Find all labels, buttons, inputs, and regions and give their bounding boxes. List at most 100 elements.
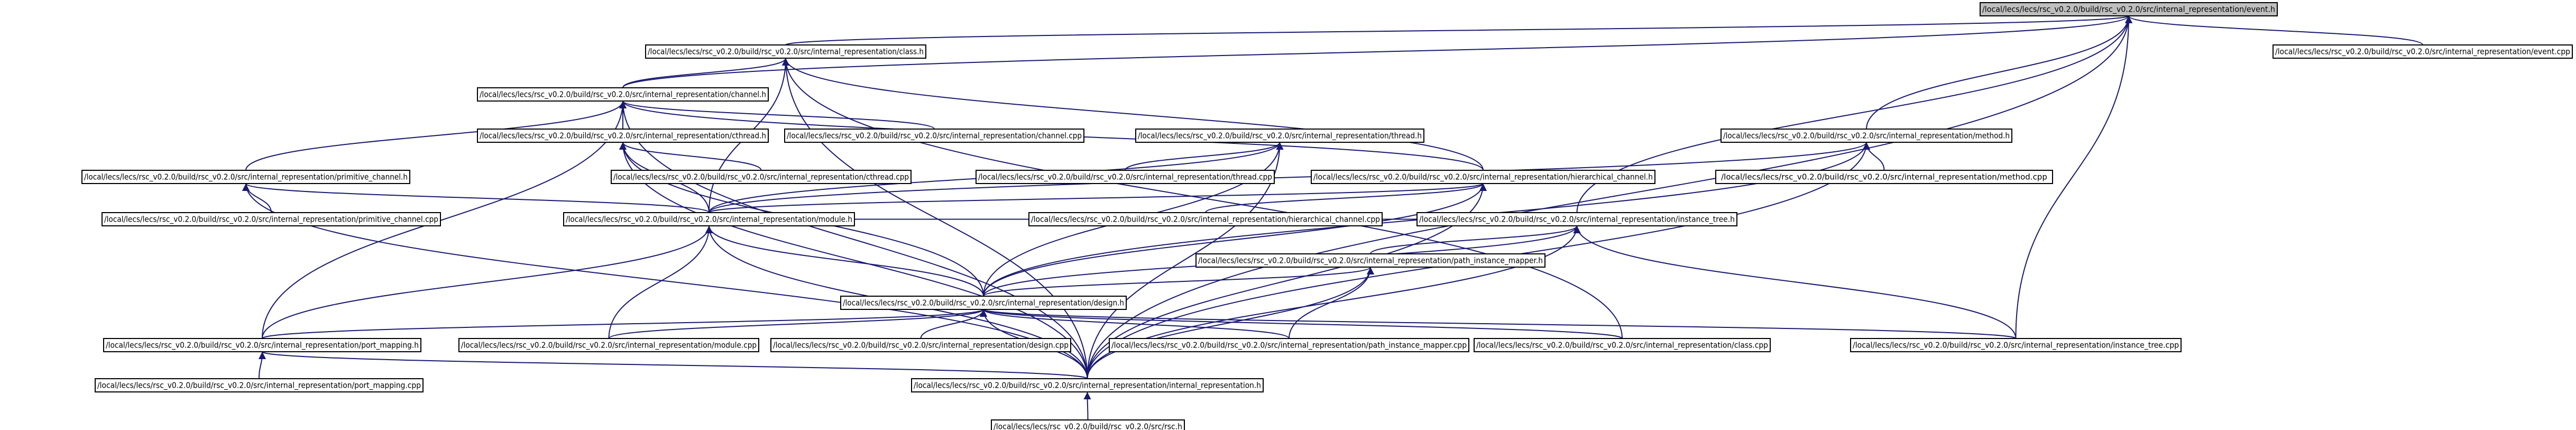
include-edge [619, 100, 935, 130]
node-box [1311, 170, 1655, 184]
node-label: /local/lecs/lecs/rsc_v0.2.0/build/rsc_v0… [84, 172, 408, 182]
include-edge [608, 225, 713, 339]
include-edge [608, 309, 987, 339]
node-label: /local/lecs/lecs/rsc_v0.2.0/build/rsc_v0… [914, 381, 1261, 391]
graph-node-method-cpp[interactable]: /local/lecs/lecs/rsc_v0.2.0/build/rsc_v0… [1715, 170, 2053, 184]
node-box [1715, 170, 2053, 184]
include-edge [709, 183, 1487, 213]
graph-node-port-mapping-cpp[interactable]: /local/lecs/lecs/rsc_v0.2.0/build/rsc_v0… [95, 378, 424, 392]
node-label: /local/lecs/lecs/rsc_v0.2.0/build/rsc_v0… [787, 131, 1082, 141]
graph-node-method-h[interactable]: /local/lecs/lecs/rsc_v0.2.0/build/rsc_v0… [1721, 129, 2012, 143]
graph-node-module-cpp[interactable]: /local/lecs/lecs/rsc_v0.2.0/build/rsc_v0… [458, 338, 759, 352]
node-label: /local/lecs/lecs/rsc_v0.2.0/build/rsc_v0… [461, 341, 757, 351]
include-edge [1205, 183, 1487, 213]
node-label: /local/lecs/lecs/rsc_v0.2.0/build/rsc_v0… [1982, 5, 2275, 15]
node-label: /local/lecs/lecs/rsc_v0.2.0/build/rsc_v0… [1419, 215, 1735, 225]
node-box [458, 338, 759, 352]
include-edge [1087, 267, 1374, 379]
node-label: /local/lecs/lecs/rsc_v0.2.0/build/rsc_v0… [978, 172, 1272, 182]
node-label: /local/lecs/lecs/rsc_v0.2.0/build/rsc_v0… [648, 47, 924, 57]
graph-node-thread-cpp[interactable]: /local/lecs/lecs/rsc_v0.2.0/build/rsc_v0… [976, 170, 1275, 184]
include-edge [1125, 142, 1284, 171]
node-label: /local/lecs/lecs/rsc_v0.2.0/build/rsc_v0… [97, 381, 421, 391]
graph-node-class-h[interactable]: /local/lecs/lecs/rsc_v0.2.0/build/rsc_v0… [645, 44, 926, 59]
node-label: /local/lecs/lecs/rsc_v0.2.0/build/rsc_v0… [1111, 341, 1467, 351]
graph-node-design-cpp[interactable]: /local/lecs/lecs/rsc_v0.2.0/build/rsc_v0… [770, 338, 1071, 352]
node-box [563, 212, 855, 226]
include-edge [782, 58, 1484, 171]
include-edge [1866, 15, 2132, 130]
graph-node-event-h: /local/lecs/lecs/rsc_v0.2.0/build/rsc_v0… [1980, 2, 2278, 16]
node-box [611, 170, 912, 184]
node-label: /local/lecs/lecs/rsc_v0.2.0/build/rsc_v0… [843, 298, 1124, 308]
node-label: /local/lecs/lecs/rsc_v0.2.0/build/rsc_v0… [1198, 256, 1543, 266]
node-box [991, 419, 1185, 430]
node-box [1474, 338, 1771, 352]
node-box [81, 170, 410, 184]
graph-node-rsc-h[interactable]: /local/lecs/lecs/rsc_v0.2.0/build/rsc_v0… [991, 419, 1185, 430]
node-box [1721, 129, 2012, 143]
include-edge [258, 351, 266, 379]
include-edge [2125, 15, 2423, 45]
include-edge [980, 309, 1623, 339]
node-box [770, 338, 1071, 352]
node-label: /local/lecs/lecs/rsc_v0.2.0/build/rsc_v0… [1138, 131, 1422, 141]
node-label: /local/lecs/lecs/rsc_v0.2.0/build/rsc_v0… [106, 341, 419, 351]
include-edge [1573, 225, 2017, 339]
include-edge [782, 58, 1623, 339]
graph-node-instance-tree-cpp[interactable]: /local/lecs/lecs/rsc_v0.2.0/build/rsc_v0… [1850, 338, 2182, 352]
graph-node-instance-tree-h[interactable]: /local/lecs/lecs/rsc_v0.2.0/build/rsc_v0… [1416, 212, 1737, 226]
include-edge [242, 183, 710, 213]
graph-node-channel-h[interactable]: /local/lecs/lecs/rsc_v0.2.0/build/rsc_v0… [477, 87, 769, 102]
graph-node-cthread-cpp[interactable]: /local/lecs/lecs/rsc_v0.2.0/build/rsc_v0… [611, 170, 912, 184]
node-label: /local/lecs/lecs/rsc_v0.2.0/build/rsc_v0… [104, 215, 438, 225]
graph-node-path-instance-mapper-h[interactable]: /local/lecs/lecs/rsc_v0.2.0/build/rsc_v0… [1195, 253, 1545, 268]
node-box [1980, 2, 2278, 16]
include-edge [262, 225, 713, 339]
graph-node-primitive-channel-h[interactable]: /local/lecs/lecs/rsc_v0.2.0/build/rsc_v0… [81, 170, 410, 184]
node-box [2273, 44, 2573, 59]
graph-node-hierarchical-channel-h[interactable]: /local/lecs/lecs/rsc_v0.2.0/build/rsc_v0… [1311, 170, 1655, 184]
graph-node-module-h[interactable]: /local/lecs/lecs/rsc_v0.2.0/build/rsc_v0… [563, 212, 855, 226]
node-label: /local/lecs/lecs/rsc_v0.2.0/build/rsc_v0… [613, 172, 909, 182]
node-label: /local/lecs/lecs/rsc_v0.2.0/build/rsc_v0… [1031, 215, 1380, 225]
include-edge [262, 100, 627, 339]
graph-node-event-cpp[interactable]: /local/lecs/lecs/rsc_v0.2.0/build/rsc_v0… [2273, 44, 2573, 59]
graph-node-primitive-channel-cpp[interactable]: /local/lecs/lecs/rsc_v0.2.0/build/rsc_v0… [102, 212, 441, 226]
node-label: /local/lecs/lecs/rsc_v0.2.0/build/rsc_v0… [773, 341, 1069, 351]
graph-node-thread-h[interactable]: /local/lecs/lecs/rsc_v0.2.0/build/rsc_v0… [1135, 129, 1424, 143]
node-box [103, 338, 421, 352]
node-label: /local/lecs/lecs/rsc_v0.2.0/build/rsc_v0… [1313, 172, 1653, 182]
node-box [477, 87, 769, 102]
node-label: /local/lecs/lecs/rsc_v0.2.0/build/rsc_v0… [1476, 341, 1768, 351]
node-box [1028, 212, 1383, 226]
node-box [840, 296, 1127, 310]
node-label: /local/lecs/lecs/rsc_v0.2.0/build/rsc_v0… [1721, 172, 2047, 182]
graph-node-hierarchical-channel-cpp[interactable]: /local/lecs/lecs/rsc_v0.2.0/build/rsc_v0… [1028, 212, 1383, 226]
graph-node-channel-cpp[interactable]: /local/lecs/lecs/rsc_v0.2.0/build/rsc_v0… [784, 129, 1084, 143]
include-edge [983, 183, 1487, 297]
graph-node-internal-representation-h[interactable]: /local/lecs/lecs/rsc_v0.2.0/build/rsc_v0… [911, 378, 1264, 392]
graph-node-cthread-h[interactable]: /local/lecs/lecs/rsc_v0.2.0/build/rsc_v0… [477, 129, 769, 143]
include-edge [619, 100, 1088, 379]
node-box [1109, 338, 1469, 352]
include-edge [2015, 15, 2132, 339]
include-edge [245, 100, 627, 171]
include-edge [619, 142, 762, 171]
graph-node-port-mapping-h[interactable]: /local/lecs/lecs/rsc_v0.2.0/build/rsc_v0… [103, 338, 421, 352]
include-edge [980, 309, 1290, 339]
node-label: /local/lecs/lecs/rsc_v0.2.0/build/rsc_v0… [993, 422, 1182, 430]
include-edge [262, 309, 987, 339]
node-label: /local/lecs/lecs/rsc_v0.2.0/build/rsc_v0… [1853, 341, 2179, 351]
graph-node-design-h[interactable]: /local/lecs/lecs/rsc_v0.2.0/build/rsc_v0… [840, 296, 1127, 310]
include-edge [622, 15, 2132, 88]
node-box [1135, 129, 1424, 143]
node-box [911, 378, 1264, 392]
node-box [784, 129, 1084, 143]
node-label: /local/lecs/lecs/rsc_v0.2.0/build/rsc_v0… [1723, 131, 2010, 141]
include-edge [785, 15, 2132, 45]
graph-node-path-instance-mapper-cpp[interactable]: /local/lecs/lecs/rsc_v0.2.0/build/rsc_v0… [1109, 338, 1469, 352]
include-edge [1289, 267, 1374, 339]
graph-node-class-cpp[interactable]: /local/lecs/lecs/rsc_v0.2.0/build/rsc_v0… [1474, 338, 1771, 352]
include-edge [980, 309, 2017, 339]
